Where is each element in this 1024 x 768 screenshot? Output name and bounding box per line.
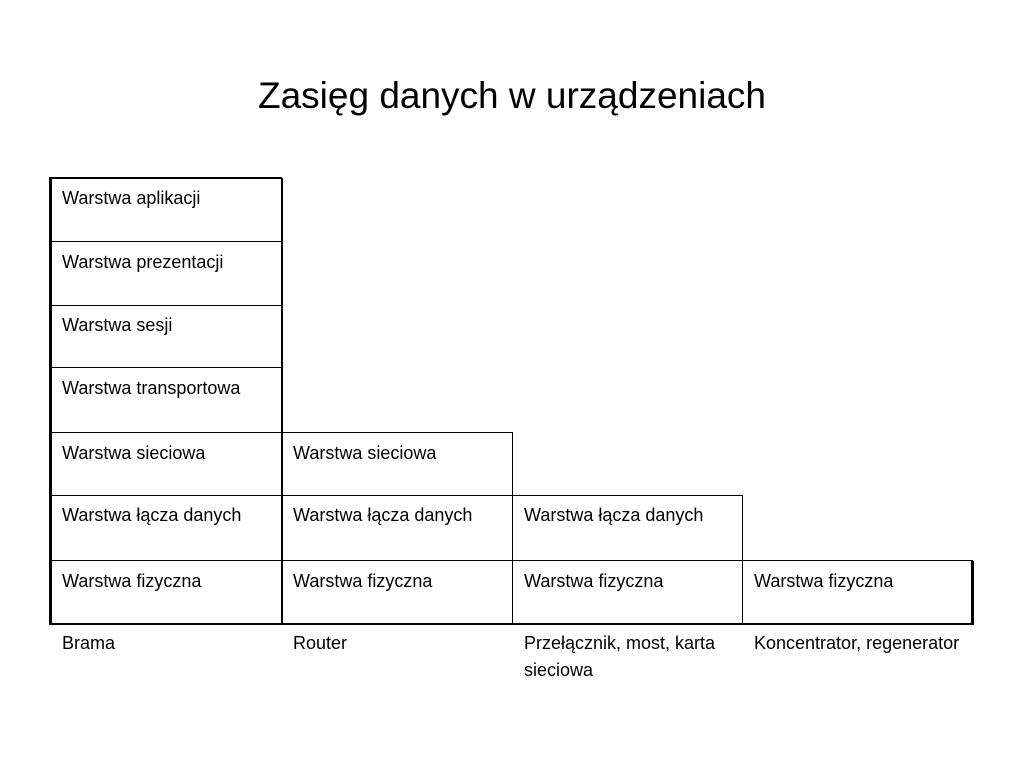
layer-cell-gateway-presentation: Warstwa prezentacji — [62, 252, 224, 272]
layer-cell-gateway-network: Warstwa sieciowa — [62, 443, 206, 463]
table-right-border — [971, 561, 974, 625]
layer-cell-gateway-physical: Warstwa fizyczna — [62, 571, 202, 591]
row-divider — [51, 495, 743, 496]
table-top-border — [49, 177, 282, 179]
row-divider — [51, 367, 282, 368]
row-divider — [51, 241, 282, 242]
column-divider — [512, 432, 513, 624]
layer-cell-gateway-application: Warstwa aplikacji — [62, 188, 201, 208]
device-label-switch: Przełącznik, most, karta sieciowa — [524, 633, 716, 680]
row-divider — [51, 305, 282, 306]
layer-cell-switch-datalink: Warstwa łącza danych — [524, 505, 704, 525]
layer-cell-gateway-transport: Warstwa transportowa — [62, 378, 241, 398]
layer-cell-gateway-datalink: Warstwa łącza danych — [62, 505, 242, 525]
device-label-gateway: Brama — [62, 633, 116, 653]
layer-cell-router-datalink: Warstwa łącza danych — [293, 505, 473, 525]
layer-cell-gateway-session: Warstwa sesji — [62, 315, 173, 335]
device-label-hub: Koncentrator, regenerator — [754, 633, 960, 653]
table-bottom-border — [49, 623, 973, 625]
device-label-router: Router — [293, 633, 348, 653]
table-left-border — [49, 177, 52, 625]
column-divider — [281, 178, 283, 624]
layer-cell-router-network: Warstwa sieciowa — [293, 443, 437, 463]
layer-cell-switch-physical: Warstwa fizyczna — [524, 571, 664, 591]
column-divider — [742, 495, 743, 624]
layer-cell-hub-physical: Warstwa fizyczna — [754, 571, 894, 591]
slide-title: Zasięg danych w urządzeniach — [257, 75, 766, 116]
layer-cell-router-physical: Warstwa fizyczna — [293, 571, 433, 591]
